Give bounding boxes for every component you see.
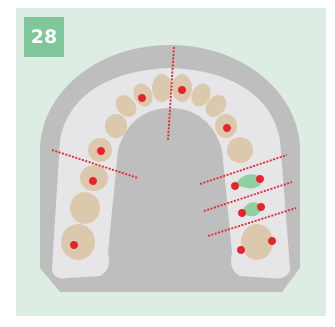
tooth [227, 137, 253, 163]
marker-dot [238, 209, 246, 217]
marker-dot [268, 237, 276, 245]
marker-dot [89, 177, 97, 185]
marker-dot [231, 182, 239, 190]
marker-dot [70, 241, 78, 249]
marker-dot [97, 147, 105, 155]
tooth [61, 224, 95, 260]
marker-dot [257, 203, 265, 211]
marker-dot [138, 94, 146, 102]
marker-dot [223, 124, 231, 132]
tooth [105, 114, 127, 138]
marker-dot [256, 175, 264, 183]
marker-dot [178, 86, 186, 94]
marker-dot [237, 246, 245, 254]
tooth [152, 74, 172, 102]
tooth [70, 192, 100, 224]
